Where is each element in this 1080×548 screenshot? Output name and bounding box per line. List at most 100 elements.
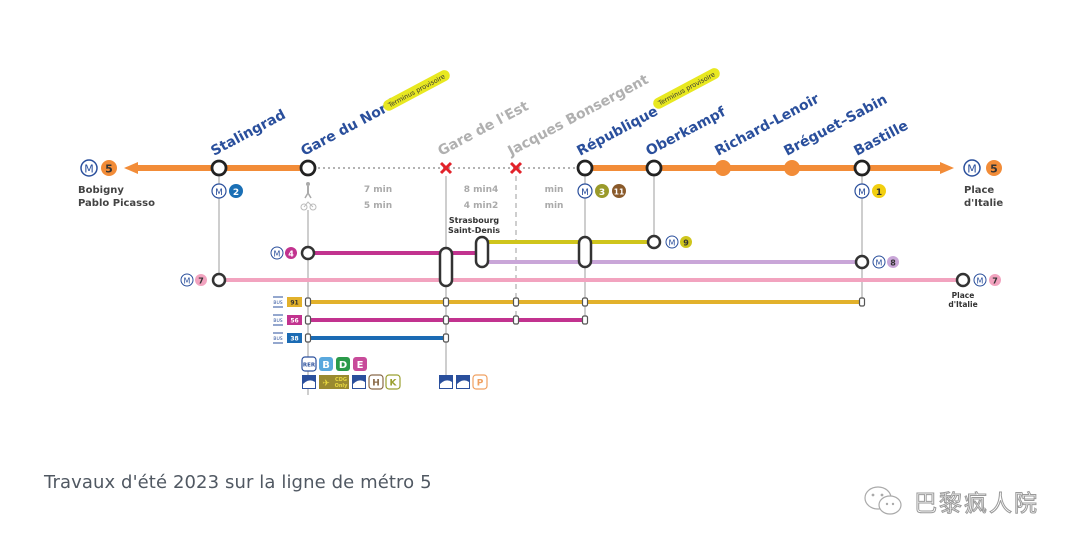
gare-du-nord-services: ✈ CDG Only H K	[302, 374, 401, 390]
airport-cdg-icon: ✈ CDG Only	[319, 375, 349, 389]
bike-time-3: min	[545, 201, 564, 211]
bike-icon	[300, 201, 317, 211]
svg-text:Terminus provisoire: Terminus provisoire	[656, 70, 716, 107]
watermark: 巴黎疯人院	[862, 484, 1039, 518]
svg-text:Terminus provisoire: Terminus provisoire	[386, 72, 446, 109]
train-icon	[302, 375, 316, 389]
svg-text:M: M	[215, 188, 223, 198]
svg-text:RER: RER	[303, 363, 316, 369]
station-name-stalingrad: Stalingrad	[208, 107, 288, 160]
svg-text:✈: ✈	[322, 379, 330, 389]
svg-text:CDG: CDG	[335, 377, 347, 383]
bus91-badge: BUS 91	[273, 296, 302, 308]
closed-x-icon	[509, 161, 523, 175]
bike-time-2: 4 min2	[464, 201, 499, 211]
svg-text:9: 9	[683, 239, 689, 248]
svg-text:B: B	[322, 360, 330, 371]
interchange-strasbourg-saint-denis	[474, 235, 490, 269]
svg-text:M: M	[977, 277, 984, 286]
walk-time-2: 8 min4	[464, 185, 499, 195]
walk-time-3: min	[545, 185, 564, 195]
station-republique	[576, 159, 594, 177]
interchange-republique	[577, 235, 593, 269]
station-name-bastille: Bastille	[851, 118, 911, 160]
svg-text:M: M	[669, 239, 676, 248]
svg-text:M: M	[858, 188, 866, 198]
bus-stop-marker	[581, 315, 589, 325]
svg-text:56: 56	[290, 318, 298, 325]
terminus-badge-gare-du-nord: Terminus provisoire	[383, 70, 450, 111]
svg-text:H: H	[372, 379, 380, 389]
svg-text:4: 4	[288, 250, 294, 259]
svg-text:11: 11	[614, 188, 624, 197]
bus-stop-marker	[304, 333, 312, 343]
arrow-right-icon	[940, 162, 954, 174]
svg-text:5: 5	[105, 163, 113, 176]
bus-stop-marker	[858, 297, 866, 307]
watermark-text: 巴黎疯人院	[914, 491, 1039, 518]
bus38-badge: BUS 38	[273, 332, 302, 344]
svg-text:M: M	[876, 259, 883, 268]
bus-stops	[304, 297, 866, 343]
svg-text:M: M	[581, 188, 589, 198]
walk-icon	[304, 182, 312, 199]
terminus-left-line1: Bobigny	[78, 185, 124, 196]
republique-connection-badge: M 3 11	[577, 183, 626, 199]
svg-text:2: 2	[233, 188, 239, 198]
terminus-right-line1: Place	[964, 185, 994, 196]
bike-time-1: 5 min	[364, 201, 392, 211]
bus-stop-marker	[581, 297, 589, 307]
svg-text:91: 91	[290, 300, 298, 307]
svg-text:7: 7	[992, 277, 998, 286]
svg-text:1: 1	[876, 188, 882, 198]
line5-badge-left: M 5	[80, 159, 117, 177]
terminus-left-line2: Pablo Picasso	[78, 198, 155, 209]
station-oberkampf	[645, 159, 663, 177]
svg-text:M: M	[184, 277, 191, 286]
strasbourg-label-line2: Saint-Denis	[448, 226, 500, 235]
arrow-left-icon	[124, 162, 138, 174]
bus-stop-marker	[442, 333, 450, 343]
bus-stop-marker	[304, 315, 312, 325]
bus-stop-marker	[442, 297, 450, 307]
m7-terminus-label-line2: d'Italie	[948, 300, 977, 309]
bastille-connection-badge: M 1	[854, 183, 886, 199]
svg-text:BUS: BUS	[273, 336, 282, 342]
svg-text:M: M	[84, 163, 94, 176]
svg-text:7: 7	[198, 277, 204, 286]
svg-text:K: K	[390, 379, 398, 389]
station-gare-du-nord	[299, 159, 317, 177]
station-bastille	[853, 159, 871, 177]
wechat-icon	[864, 486, 902, 515]
station-stalingrad	[210, 159, 228, 177]
m9-badge: M 9	[665, 235, 692, 249]
svg-text:3: 3	[599, 188, 605, 198]
svg-text:BUS: BUS	[273, 300, 282, 306]
station-oberkampf-m9	[646, 234, 662, 250]
walk-time-1: 7 min	[364, 185, 392, 195]
svg-text:M: M	[967, 163, 977, 176]
train-icon	[439, 375, 453, 389]
bus56-badge: BUS 56	[273, 314, 302, 326]
m4-badge: M 4	[270, 246, 297, 260]
svg-text:M: M	[274, 250, 281, 259]
gare-de-lest-services: P	[439, 374, 488, 390]
svg-text:BUS: BUS	[273, 318, 282, 324]
transilien-p-badge: P	[472, 374, 488, 390]
interchange-gare-de-lest	[438, 246, 454, 288]
stalingrad-connection-badge: M 2	[211, 183, 243, 199]
caption: Travaux d'été 2023 sur la ligne de métro…	[44, 472, 432, 493]
svg-text:D: D	[339, 360, 347, 371]
line5-badge-right: M 5	[963, 159, 1002, 177]
svg-text:P: P	[477, 379, 484, 389]
transilien-h-badge: H	[368, 374, 384, 390]
closed-x-icon	[439, 161, 453, 175]
svg-text:8: 8	[890, 259, 896, 268]
terminus-badge-republique: Terminus provisoire	[653, 68, 720, 109]
station-place-italie-m7	[955, 272, 971, 288]
bus-stop-marker	[304, 297, 312, 307]
m8-badge: M 8	[872, 255, 899, 269]
station-richard-lenoir	[715, 160, 731, 176]
svg-text:E: E	[357, 360, 364, 371]
